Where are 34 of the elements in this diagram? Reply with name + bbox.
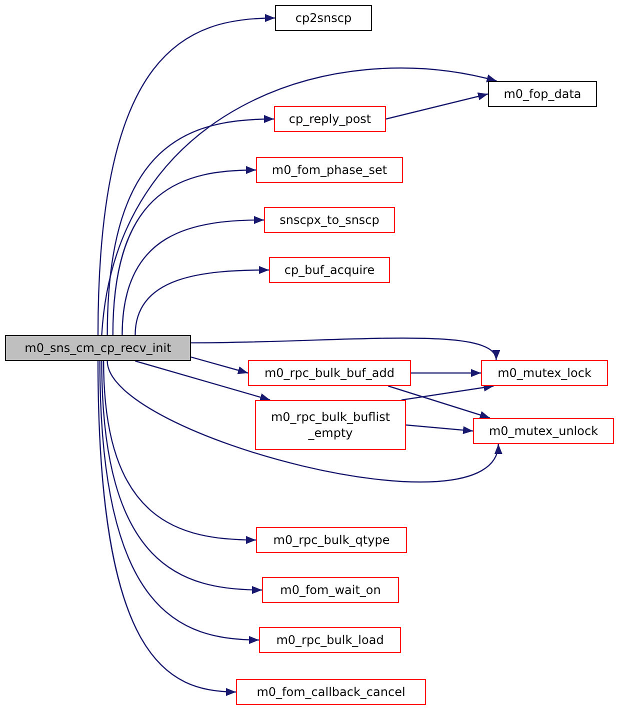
function-box [274, 106, 386, 132]
function-box [269, 257, 390, 283]
function-box [5, 335, 191, 361]
function-box [275, 5, 372, 31]
function-name: m0_rpc_bulk_load [276, 632, 384, 648]
function-box [264, 207, 395, 233]
call-arrow [106, 115, 274, 336]
function-name: cp_reply_post [288, 111, 372, 127]
function-box [488, 81, 597, 107]
function-name: m0_fom_wait_on [280, 582, 381, 598]
function-name: m0_sns_cm_cp_recv_init [24, 340, 172, 356]
function-box [262, 577, 399, 603]
call-arrow [191, 338, 497, 360]
call-arrow [112, 166, 256, 336]
function-name: snscpx_to_snscp [280, 212, 380, 228]
function-box [259, 627, 401, 653]
call-arrow [134, 266, 269, 336]
call-arrow [122, 216, 264, 336]
function-box [481, 360, 608, 386]
function-name: m0_mutex_lock [498, 365, 592, 381]
function-name: m0_fom_phase_set [272, 162, 388, 178]
call-arrow [386, 92, 488, 120]
function-name: m0_mutex_unlock [488, 423, 598, 439]
call-arrow [97, 14, 276, 336]
function-name: cp2snscp [295, 10, 352, 26]
function-box [256, 157, 403, 183]
function-name: cp_buf_acquire [284, 262, 375, 278]
call-arrow [101, 68, 497, 336]
function-box [236, 679, 426, 705]
function-name: m0_fom_callback_cancel [256, 684, 406, 700]
function-name: m0_rpc_bulk_qtype [273, 532, 390, 548]
function-name: m0_fop_data [504, 86, 582, 102]
function-box [256, 527, 407, 553]
function-box [473, 418, 614, 444]
